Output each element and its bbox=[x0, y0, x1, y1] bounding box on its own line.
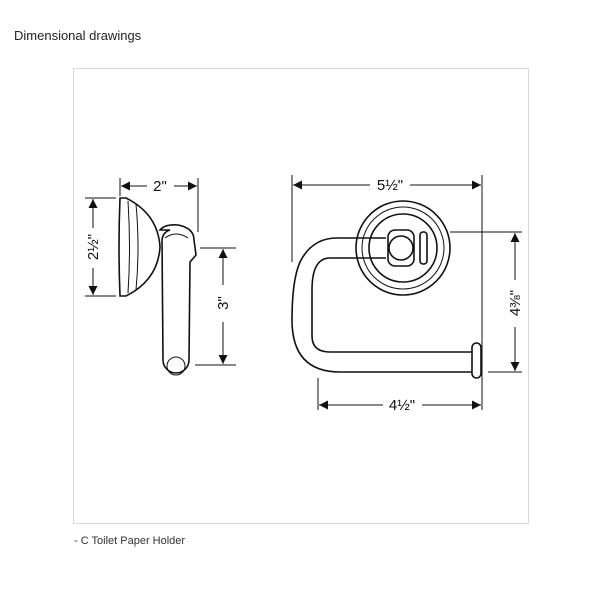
section-heading: Dimensional drawings bbox=[14, 28, 142, 43]
drawing-caption: - C Toilet Paper Holder bbox=[74, 535, 186, 547]
height-dimension: 4⅜" bbox=[507, 290, 524, 316]
side-view: 2" 2½" 3" bbox=[85, 178, 236, 376]
plate-height-dimension: 2½" bbox=[85, 234, 102, 260]
drawing-frame bbox=[73, 68, 529, 524]
arm-drop-dimension: 3" bbox=[215, 296, 232, 310]
front-view: 5½" 4⅜" 4½" bbox=[291, 175, 524, 414]
overall-width-dimension: 5½" bbox=[377, 177, 403, 194]
arm-width-dimension: 4½" bbox=[389, 397, 415, 414]
depth-dimension: 2" bbox=[153, 178, 167, 195]
